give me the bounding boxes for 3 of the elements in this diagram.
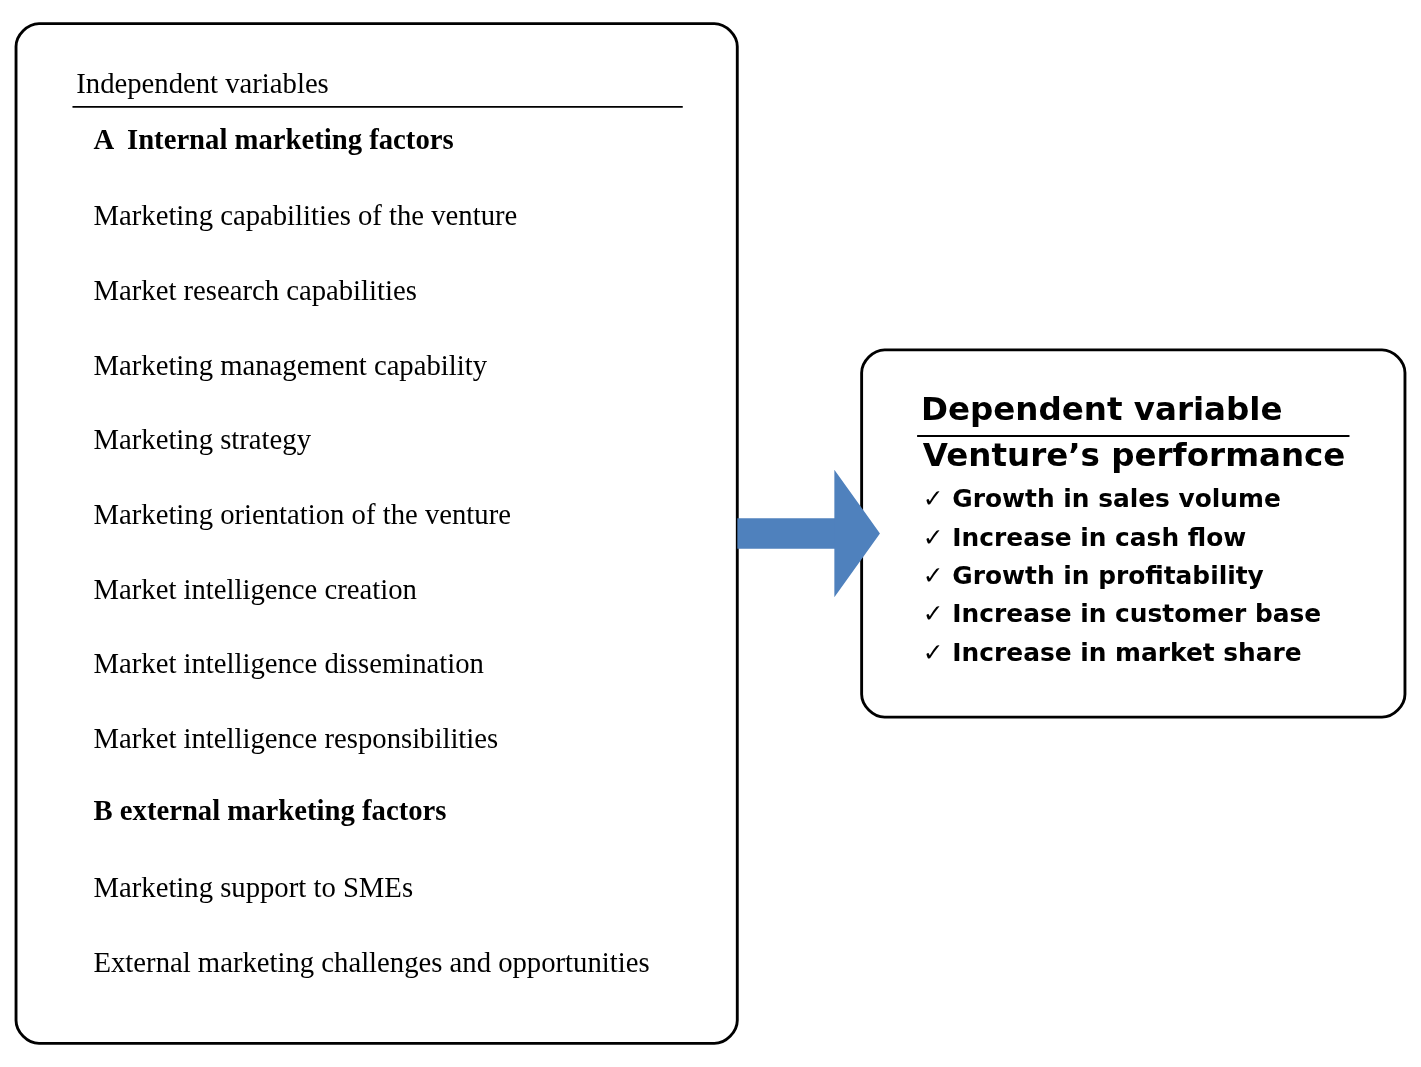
node-box: Dependent variable Venture’s performance ✓ Growth in sales volume ✓ Increase in cash flow ✓ Growth in profitability ✓ Increase in customer base ✓ Increase in market share xyxy=(860,348,1407,719)
node-box: Independent variables A Internal marketing factors Marketing capabilities of the venture Market research capabilities Marketing management capability Marketing strategy Marketing orientation of the venture Market intelligence creation Market intelligence dissemination Market intelligence responsibilities B external marketing factors Marketing support to SMEs External marketing challenges and opportunities xyxy=(14,22,739,1045)
arrow xyxy=(737,469,880,598)
